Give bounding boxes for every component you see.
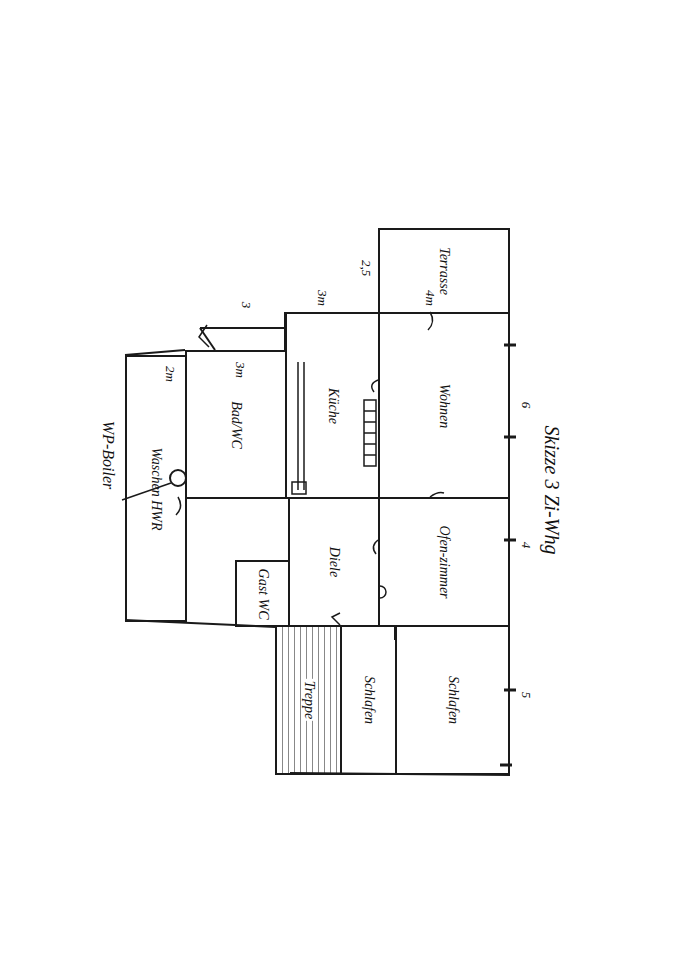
room-name: Waschen HWR [148, 445, 163, 532]
dimension-label: 2,5 [359, 260, 373, 276]
room-name: Schlafen [445, 674, 460, 726]
dimension-label: 3 [239, 302, 253, 309]
dimension-label: 3m [233, 362, 247, 378]
stair-hatching [277, 627, 339, 773]
living-room: Wohnen [378, 312, 510, 499]
dimension-label: 4 [519, 542, 533, 549]
terrace-room: Terrasse [378, 228, 510, 314]
bedroom: Schlafen [395, 625, 510, 775]
room-name: Bad/WC [228, 399, 243, 450]
hall-room: Diele [288, 497, 380, 627]
dimension-label: 2m [163, 366, 177, 382]
equipment-label: WP-Boiler [99, 421, 117, 489]
room-name: Küche [325, 386, 340, 426]
dimension-label: 3m [315, 290, 329, 306]
staircase: Treppe [275, 625, 342, 775]
dimension-label: 6 [519, 402, 533, 409]
boiler-symbol [170, 470, 186, 486]
door-swings [176, 312, 444, 625]
stove-room: Ofen-zimmer [378, 497, 510, 627]
room-name: Treppe [301, 679, 316, 721]
room-name: Ofen-zimmer [436, 523, 451, 600]
room-name: Schlafen [361, 674, 376, 726]
walls [125, 312, 510, 775]
room-name: Gast WC [255, 566, 270, 621]
dimension-label: 4m [423, 290, 437, 306]
room-name: Diele [326, 545, 341, 579]
plan-title: Skizze 3 Zi-Whg [541, 426, 563, 555]
room-name: Wohnen [436, 381, 451, 430]
dimension-ticks [500, 345, 516, 765]
dimension-label: 5 [519, 692, 533, 699]
kitchen-room: Küche [285, 312, 380, 499]
kitchen-fittings [292, 362, 376, 494]
room-name: Terrasse [436, 245, 451, 297]
laundry-room: Waschen HWR [125, 355, 187, 622]
chimney-symbol [380, 586, 386, 598]
bedroom: Schlafen [340, 625, 397, 775]
guest-wc-room: Gast WC [235, 560, 290, 627]
